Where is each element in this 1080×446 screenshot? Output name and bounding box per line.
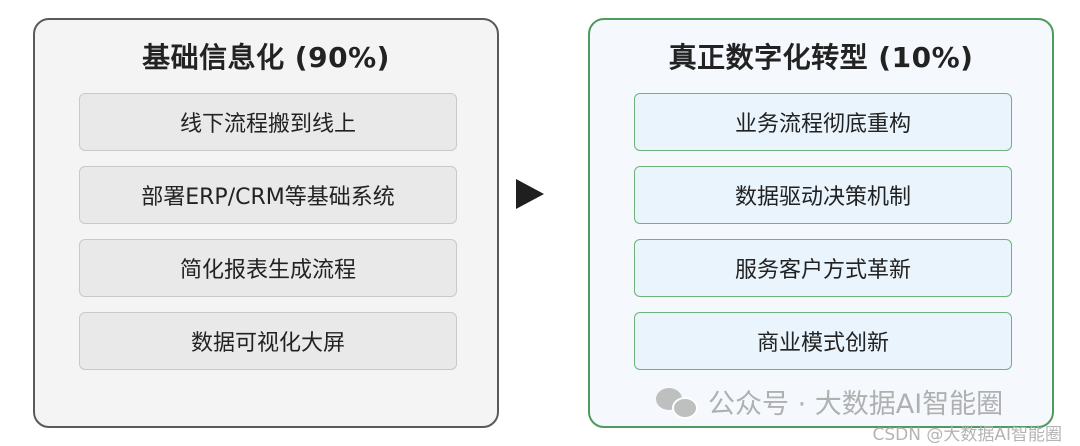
panel-basic-informatization: 基础信息化 (90%) 线下流程搬到线上 部署ERP/CRM等基础系统 简化报表… xyxy=(33,18,499,428)
panel-title-right: 真正数字化转型 (10%) xyxy=(668,41,974,74)
right-arrow-icon xyxy=(516,179,544,209)
left-item-4: 数据可视化大屏 xyxy=(79,312,457,370)
right-item-2: 数据驱动决策机制 xyxy=(634,166,1012,224)
left-item-2: 部署ERP/CRM等基础系统 xyxy=(79,166,457,224)
right-item-1: 业务流程彻底重构 xyxy=(634,93,1012,151)
right-item-3: 服务客户方式革新 xyxy=(634,239,1012,297)
watermark-text: 公众号 · 大数据AI智能圈 xyxy=(708,389,1004,420)
watermark: 公众号 · 大数据AI智能圈 xyxy=(656,382,1003,421)
right-item-4: 商业模式创新 xyxy=(634,312,1012,370)
left-item-3: 简化报表生成流程 xyxy=(79,239,457,297)
left-item-1: 线下流程搬到线上 xyxy=(79,93,457,151)
panel-digital-transformation: 真正数字化转型 (10%) 业务流程彻底重构 数据驱动决策机制 服务客户方式革新… xyxy=(588,18,1054,428)
credit-text: CSDN @大数据AI智能圈 xyxy=(872,425,1062,445)
wechat-icon xyxy=(656,386,698,419)
panel-title-left: 基础信息化 (90%) xyxy=(142,41,390,74)
